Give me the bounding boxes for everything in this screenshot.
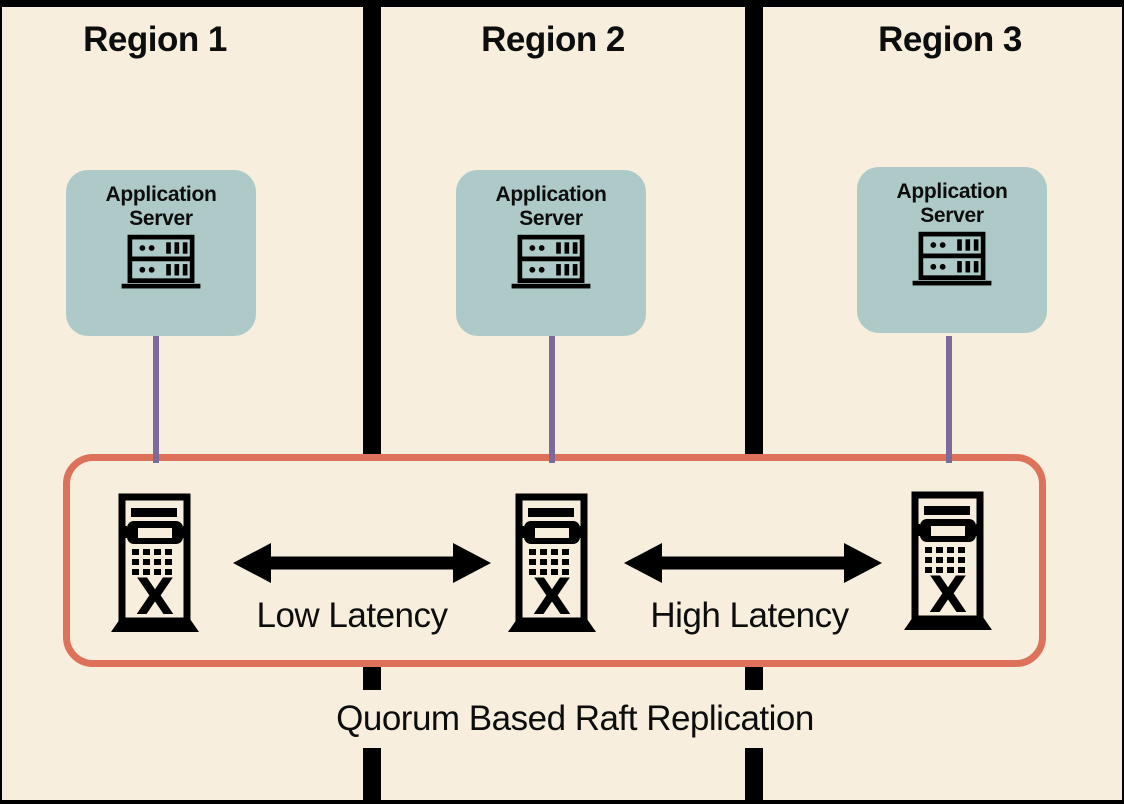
low-latency-arrow-icon [233, 543, 491, 583]
high-latency-label: High Latency [650, 596, 849, 635]
caption-backdrop: Quorum Based Raft Replication [285, 690, 865, 748]
application-server-box-3: Application Server [857, 167, 1047, 333]
connector-line-3 [946, 336, 952, 463]
diagram-caption: Quorum Based Raft Replication [336, 699, 814, 738]
connector-line-2 [549, 336, 555, 463]
region-1-title: Region 1 [83, 20, 227, 59]
database-tower-x-icon-3: X [904, 491, 992, 630]
database-tower-x-icon-1: X [111, 493, 199, 632]
server-rack-icon [511, 234, 591, 289]
high-latency-arrow-icon [624, 543, 882, 583]
connector-line-1 [153, 336, 159, 463]
server-rack-icon [912, 231, 992, 286]
db-node-letter: X [136, 568, 175, 626]
server-rack-icon [121, 234, 201, 289]
application-server-label: Application Server [896, 180, 1008, 227]
region-2-title: Region 2 [481, 20, 625, 59]
application-server-label: Application Server [495, 183, 607, 230]
db-node-letter: X [929, 566, 968, 624]
db-node-letter: X [533, 568, 572, 626]
region-divider-2 [745, 0, 763, 804]
application-server-box-1: Application Server [66, 170, 256, 336]
region-3-title: Region 3 [878, 20, 1022, 59]
low-latency-label: Low Latency [256, 596, 448, 635]
region-divider-1 [363, 0, 381, 804]
application-server-label: Application Server [105, 183, 217, 230]
database-tower-x-icon-2: X [508, 493, 596, 632]
application-server-box-2: Application Server [456, 170, 646, 336]
